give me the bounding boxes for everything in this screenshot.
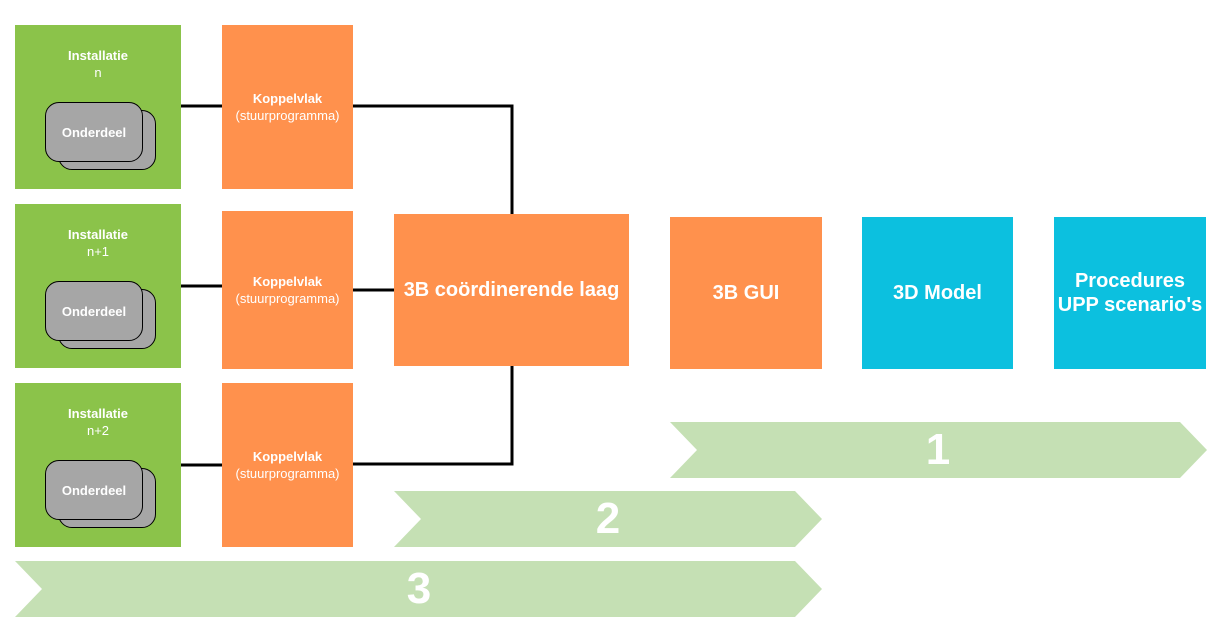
interface-n2: Koppelvlak (stuurprogramma) <box>222 383 353 547</box>
coordination-layer-label: 3B coördinerende laag <box>403 279 620 301</box>
phase-arrow-1 <box>670 422 1207 478</box>
interface-title: Koppelvlak <box>252 91 323 106</box>
installation-index: n <box>94 65 102 80</box>
interface-subtitle: (stuurprogramma) <box>235 466 340 481</box>
interface-subtitle: (stuurprogramma) <box>235 108 340 123</box>
component-label: Onderdeel <box>61 303 127 319</box>
connector-koppel-top <box>353 104 514 214</box>
interface-n1: Koppelvlak (stuurprogramma) <box>222 211 353 369</box>
interface-n: Koppelvlak (stuurprogramma) <box>222 25 353 189</box>
phase-arrow-2 <box>394 491 822 547</box>
model-box: 3D Model <box>862 217 1013 369</box>
component-card: Onderdeel <box>45 102 143 162</box>
component-card: Onderdeel <box>45 460 143 520</box>
interface-subtitle: (stuurprogramma) <box>235 291 340 306</box>
connector-koppel-bottom <box>353 366 514 466</box>
component-label: Onderdeel <box>61 482 127 498</box>
procedures-line2: UPP scenario's <box>1057 294 1203 316</box>
phase-label-2: 2 <box>595 494 621 543</box>
gui-label: 3B GUI <box>712 282 780 304</box>
procedures-box: Procedures UPP scenario's <box>1054 217 1206 369</box>
installation-n: Installatie n Onderdeel <box>15 25 181 189</box>
installation-index: n+1 <box>86 244 110 259</box>
installation-index: n+2 <box>86 423 110 438</box>
gui-box: 3B GUI <box>670 217 822 369</box>
phase-label-1: 1 <box>925 425 951 474</box>
component-label: Onderdeel <box>61 124 127 140</box>
phase-label-3: 3 <box>406 564 432 613</box>
installation-title: Installatie <box>68 406 128 421</box>
interface-title: Koppelvlak <box>252 449 323 464</box>
installation-n2: Installatie n+2 Onderdeel <box>15 383 181 547</box>
interface-title: Koppelvlak <box>252 274 323 289</box>
phase-arrow-3 <box>15 561 822 617</box>
model-label: 3D Model <box>893 282 982 304</box>
installation-title: Installatie <box>68 227 128 242</box>
installation-title: Installatie <box>68 48 128 63</box>
coordination-layer: 3B coördinerende laag <box>394 214 629 366</box>
installation-n1: Installatie n+1 Onderdeel <box>15 204 181 368</box>
procedures-line1: Procedures <box>1074 270 1186 292</box>
component-card: Onderdeel <box>45 281 143 341</box>
